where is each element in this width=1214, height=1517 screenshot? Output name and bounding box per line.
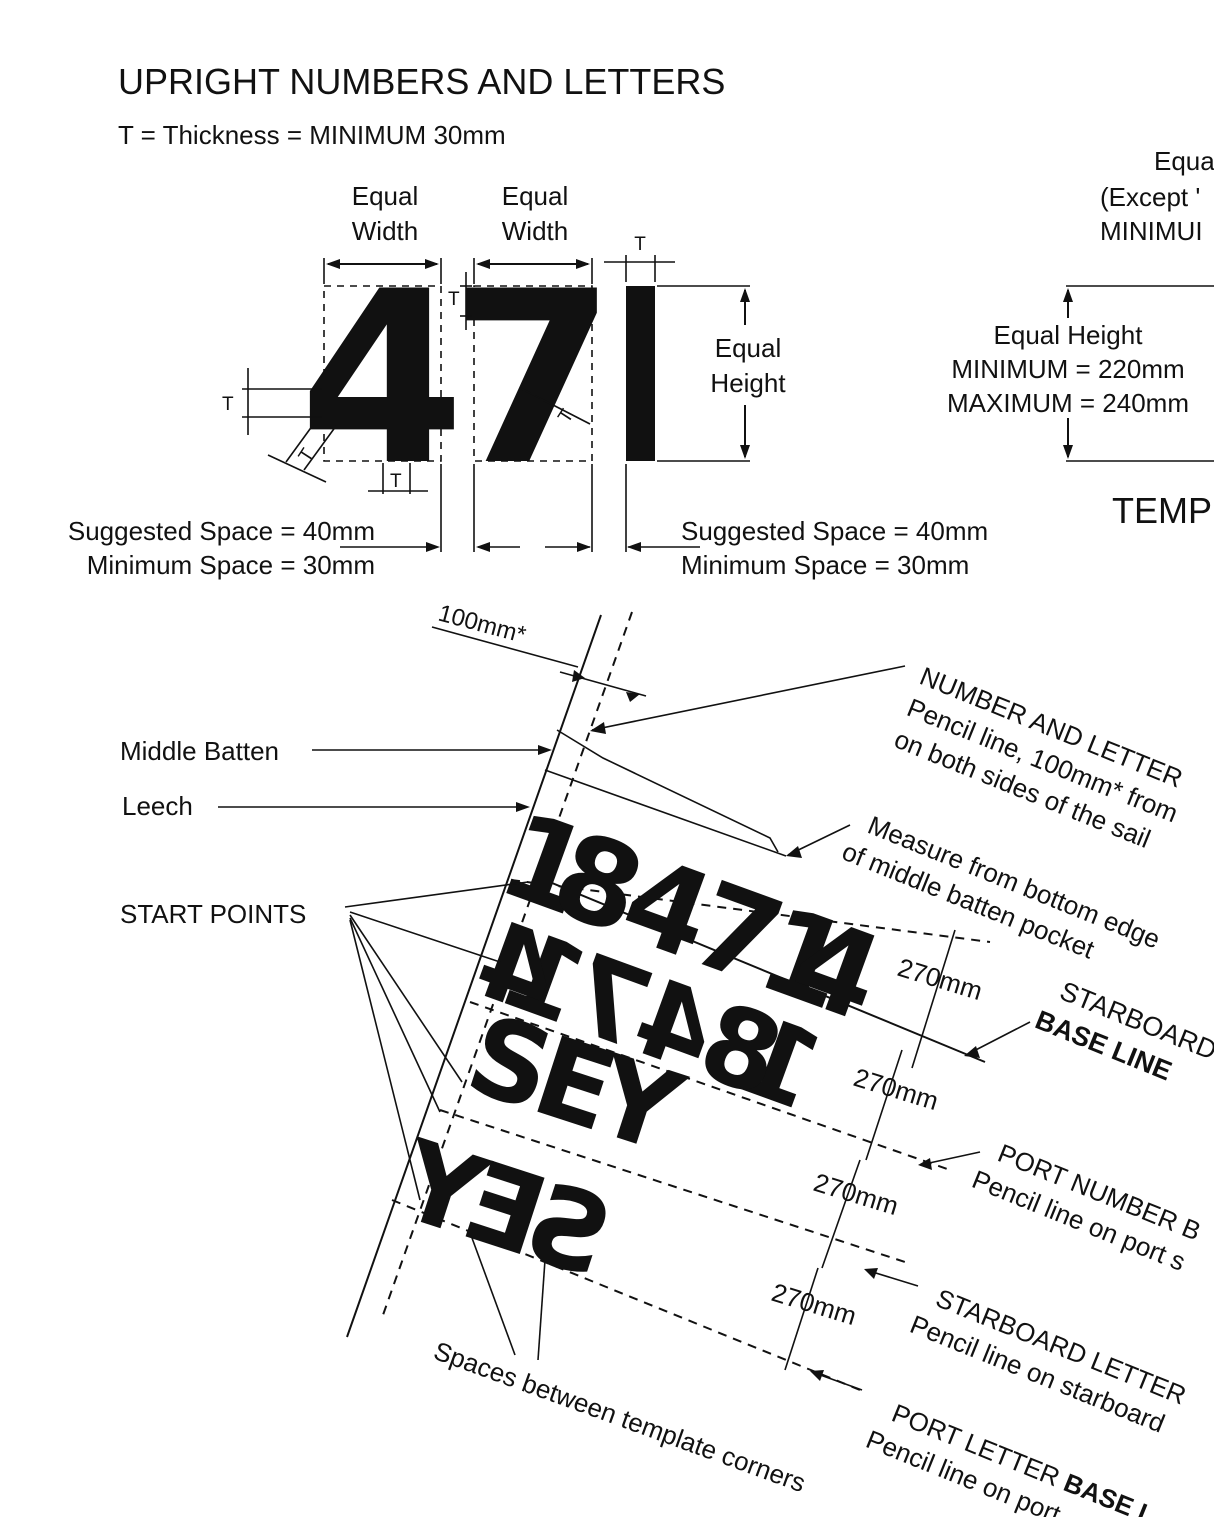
spaces-between-label: Spaces between template corners <box>430 1335 810 1498</box>
right-panel-line-1: Equa <box>1154 146 1214 176</box>
spacing-270-1: 270mm <box>894 952 986 1006</box>
spacing-270-3: 270mm <box>810 1167 902 1221</box>
leech-line <box>346 614 602 1338</box>
equal-width-label-1b: Width <box>352 216 418 246</box>
right-panel-line-2: (Except ' <box>1100 182 1200 212</box>
right-max-height: MAXIMUM = 240mm <box>947 388 1189 418</box>
t-mark-4-crossbar: T <box>222 394 234 415</box>
port-number-base-note: PORT NUMBER B Pencil line on port s <box>968 1138 1205 1277</box>
upright-glyph-diagram: 4 7 Equal Width Equal Width T T T T <box>68 181 988 580</box>
number-letter-line-note: NUMBER AND LETTER Pencil line, 100mm* fr… <box>890 661 1187 854</box>
starboard-number-row: 1 8 4 7 1 4 <box>484 785 900 1049</box>
pencil-offset-line <box>382 611 633 1316</box>
right-template-panel: Equa (Except ' MINIMUI Equal Height MINI… <box>947 146 1214 531</box>
left-minimum-space: Minimum Space = 30mm <box>87 550 375 580</box>
t-mark-i: T <box>634 234 646 255</box>
starboard-letter-row: S E Y <box>453 990 697 1178</box>
t-mark-7: T <box>448 289 460 310</box>
equal-width-label-2: Equal <box>502 181 569 211</box>
glyph-7: 7 <box>450 241 616 518</box>
sail-layout-diagram: 100mm* 1 8 4 7 1 4 1 8 4 7 1 <box>120 600 1214 1517</box>
port-number-row: 1 8 4 7 1 4 <box>461 897 837 1136</box>
right-min-height: MINIMUM = 220mm <box>951 354 1184 384</box>
template-heading: TEMP <box>1112 490 1212 531</box>
equal-height-label: Equal <box>715 333 782 363</box>
template-box-7 <box>473 285 593 462</box>
left-suggested-space: Suggested Space = 40mm <box>68 516 375 546</box>
middle-batten-pocket <box>556 729 779 853</box>
equal-width-label-2b: Width <box>502 216 568 246</box>
leech-label: Leech <box>122 791 193 821</box>
spacing-270-4: 270mm <box>768 1277 860 1331</box>
title: UPRIGHT NUMBERS AND LETTERS <box>118 61 725 102</box>
right-suggested-space: Suggested Space = 40mm <box>681 516 988 546</box>
start-points-label: START POINTS <box>120 899 306 929</box>
starboard-base-note: STARBOARD BASE LINE <box>1031 976 1214 1087</box>
port-letter-row: S E Y <box>383 1115 625 1303</box>
subtitle: T = Thickness = MINIMUM 30mm <box>118 120 506 150</box>
right-panel-line-3: MINIMUI <box>1100 216 1203 246</box>
glyph-i-bar <box>626 286 655 461</box>
right-equal-height: Equal Height <box>994 320 1144 350</box>
template-box-4 <box>323 285 442 462</box>
right-minimum-space: Minimum Space = 30mm <box>681 550 969 580</box>
middle-batten-label: Middle Batten <box>120 736 279 766</box>
t-mark-4-stem: T <box>390 471 402 492</box>
equal-height-label-b: Height <box>710 368 786 398</box>
glyph-4: 4 <box>299 241 465 518</box>
equal-width-label-1: Equal <box>352 181 419 211</box>
